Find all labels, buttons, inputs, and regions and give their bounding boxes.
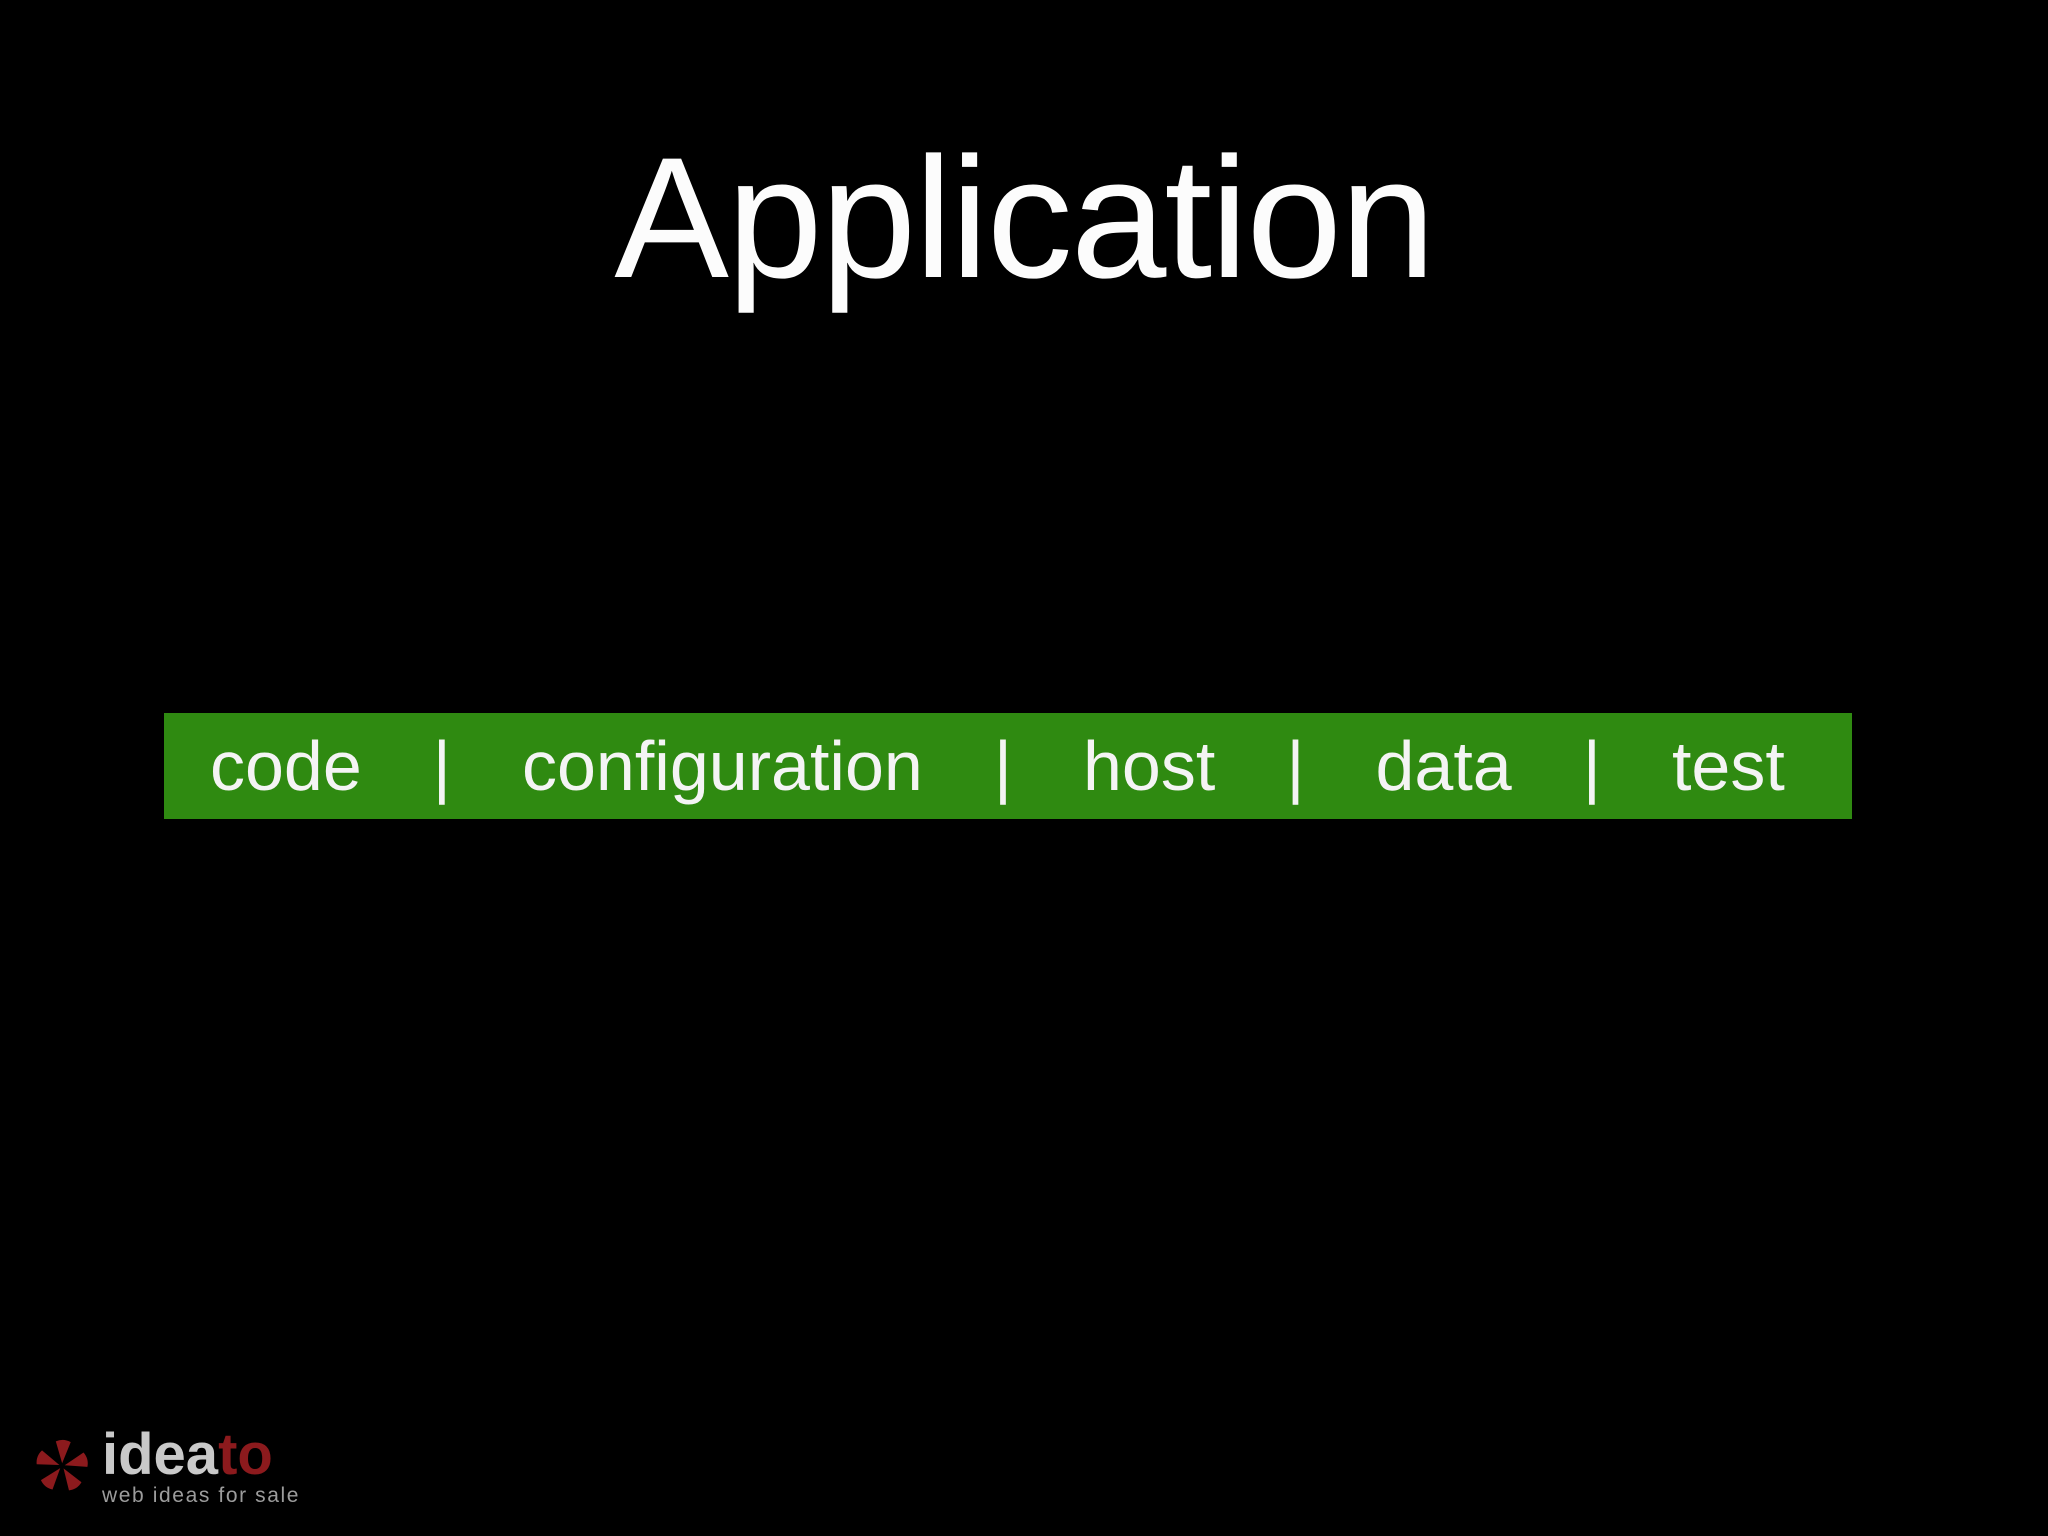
ideato-logo: ideato web ideas for sale <box>34 1426 301 1508</box>
bar-item-test: test <box>1671 727 1785 805</box>
asterisk-icon <box>36 1439 88 1491</box>
application-bar: code | configuration | host | data | tes… <box>164 713 1852 819</box>
bar-item-code: code <box>210 727 362 805</box>
bar-item-host: host <box>1083 727 1216 805</box>
logo-text-block: ideato web ideas for sale <box>102 1426 301 1508</box>
bar-separator: | <box>1582 727 1601 805</box>
bar-separator: | <box>993 727 1012 805</box>
bar-separator: | <box>432 727 451 805</box>
logo-tagline: web ideas for sale <box>102 1484 301 1508</box>
logo-brand-idea: idea <box>102 1422 219 1487</box>
logo-brand: ideato <box>102 1426 300 1484</box>
bar-item-configuration: configuration <box>521 727 923 805</box>
bar-item-data: data <box>1375 727 1512 805</box>
logo-brand-to: to <box>218 1422 273 1487</box>
bar-separator: | <box>1286 727 1305 805</box>
page-title: Application <box>614 122 1435 314</box>
